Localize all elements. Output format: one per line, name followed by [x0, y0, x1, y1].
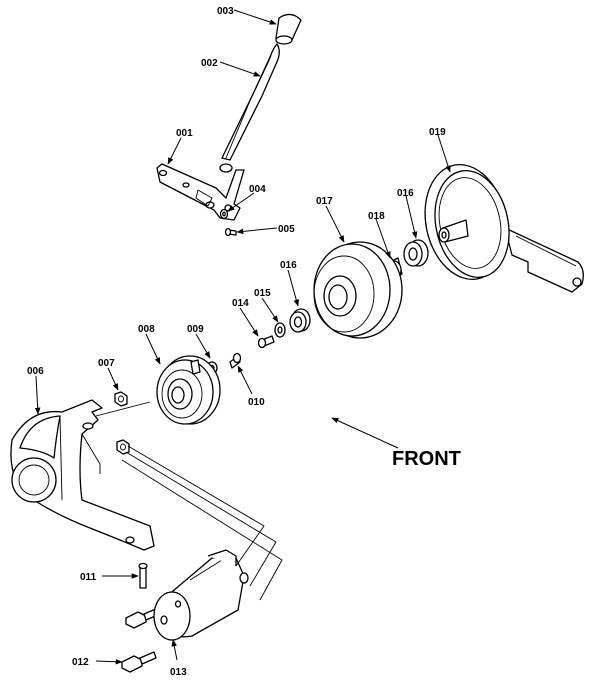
bearing-016-lower [289, 308, 311, 333]
bolt-014 [257, 335, 275, 349]
knob [275, 13, 302, 45]
washer-015 [274, 322, 286, 338]
label-018: 018 [368, 211, 385, 222]
label-013: 013 [170, 667, 187, 678]
label-016-upper: 016 [397, 188, 414, 199]
label-015: 015 [254, 288, 271, 299]
label-004: 004 [249, 184, 266, 195]
washer-004 [219, 208, 229, 220]
shift-lever [221, 43, 280, 161]
bolt-012 [121, 607, 161, 673]
callout-labels: 003 002 001 004 005 019 017 016 018 016 … [27, 6, 446, 678]
bolt-010 [229, 352, 242, 369]
label-006: 006 [27, 366, 44, 377]
leader-lines [34, 9, 451, 665]
front-label: FRONT [392, 448, 461, 470]
label-009: 009 [187, 324, 204, 335]
label-012: 012 [72, 657, 89, 668]
nut-007 [114, 391, 130, 455]
pin-005 [224, 227, 237, 237]
label-008: 008 [138, 324, 155, 335]
label-017: 017 [316, 196, 333, 207]
label-014: 014 [232, 298, 249, 309]
label-003: 003 [217, 6, 234, 17]
label-016-lower: 016 [280, 260, 297, 271]
label-002: 002 [201, 58, 218, 69]
alignment-lines [95, 401, 283, 601]
label-007: 007 [98, 358, 115, 369]
label-011: 011 [80, 572, 97, 583]
label-005: 005 [278, 224, 295, 235]
belt-housing [10, 399, 155, 551]
large-pulley [424, 164, 584, 293]
label-001: 001 [176, 128, 193, 139]
lever-bracket [156, 163, 245, 221]
front-direction-indicator: FRONT [331, 417, 461, 470]
label-010: 010 [248, 397, 265, 408]
drive-pulley [156, 355, 221, 425]
screw-011 [138, 562, 148, 589]
label-019: 019 [429, 127, 446, 138]
idler-pulley [313, 241, 403, 339]
bearing-016-upper [403, 239, 429, 267]
motor [153, 549, 249, 641]
